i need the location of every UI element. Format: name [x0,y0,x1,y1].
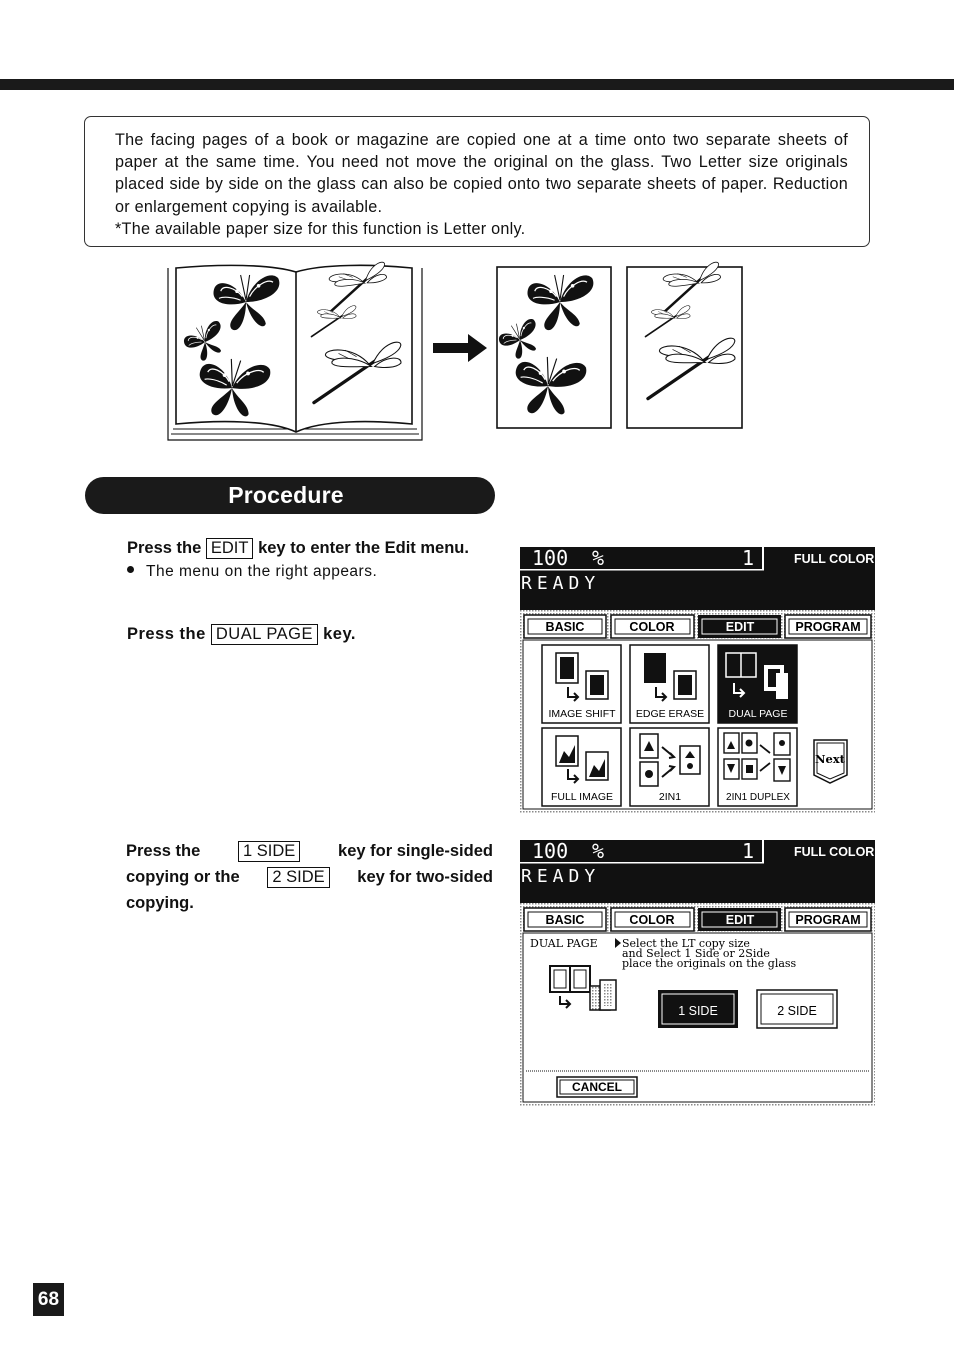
svg-text:FULL IMAGE: FULL IMAGE [551,791,613,803]
page-number: 68 [33,1283,64,1316]
tab-edit[interactable]: EDIT [698,615,781,638]
two-side-button[interactable]: 2 SIDE [756,989,838,1029]
svg-text:EDIT: EDIT [726,913,755,927]
svg-text:COLOR: COLOR [629,620,674,634]
image-shift-button[interactable]: IMAGE SHIFT [541,644,622,724]
svg-text:EDGE ERASE: EDGE ERASE [636,708,704,720]
bullet-icon [127,566,134,574]
edge-erase-button[interactable]: EDGE ERASE [629,644,710,724]
step-3: Press the 1 SIDE key for single-sided co… [126,840,493,912]
color-mode: FULL COLOR [794,552,874,566]
function-title: DUAL PAGE [530,937,598,950]
two-side-key-label: 2 SIDE [267,866,330,888]
two-in-one-button[interactable]: 2IN1 [629,727,710,807]
zoom-readout: 100 [532,547,568,570]
svg-text:PROGRAM: PROGRAM [795,913,860,927]
tab-program[interactable]: PROGRAM [784,907,872,932]
pointer-icon [615,938,621,948]
percent-sign: % [592,547,604,570]
svg-text:1 SIDE: 1 SIDE [678,1004,718,1018]
edit-key-label: EDIT [205,538,254,559]
dual-page-icon [549,965,617,1011]
tab-program[interactable]: PROGRAM [784,614,872,639]
svg-text:EDIT: EDIT [726,620,755,634]
svg-text:2 SIDE: 2 SIDE [777,1004,817,1018]
two-in-one-duplex-icon [723,732,791,782]
copy-count: 1 [742,840,754,863]
dual-page-illustration [167,260,743,441]
dual-page-screen: 100 % 1 FULL COLOR READY BASIC COLOR EDI… [520,840,875,1106]
full-image-button[interactable]: FULL IMAGE [541,727,622,807]
step-2: Press the DUAL PAGE key. [127,624,356,645]
intro-box: The facing pages of a book or magazine a… [84,116,870,247]
instruction-line-2: and Select 1 Side or 2Side [622,947,770,960]
header-rule [0,79,954,90]
intro-note: *The available paper size for this funct… [115,219,526,238]
tab-color[interactable]: COLOR [610,907,695,932]
svg-text:CANCEL: CANCEL [572,1080,622,1094]
cancel-button[interactable]: CANCEL [556,1076,638,1098]
two-in-one-duplex-button[interactable]: 2IN1 DUPLEX [717,727,798,807]
ready-status: READY [521,573,600,594]
svg-text:DUAL PAGE: DUAL PAGE [729,708,788,720]
svg-text:Next: Next [815,752,846,766]
copy-count: 1 [742,547,754,570]
next-button[interactable]: Next [813,739,848,784]
instruction-line-1: Select the LT copy size [622,937,750,950]
one-side-button[interactable]: 1 SIDE [658,990,738,1028]
dual-page-icon [725,652,788,699]
tab-edit[interactable]: EDIT [698,908,781,931]
svg-text:IMAGE SHIFT: IMAGE SHIFT [548,708,616,720]
color-mode: FULL COLOR [794,845,874,859]
svg-text:COLOR: COLOR [629,913,674,927]
ready-status: READY [521,866,600,887]
svg-text:BASIC: BASIC [546,913,585,927]
full-image-icon [555,735,609,784]
step-1: Press the EDIT key to enter the Edit men… [127,538,469,559]
dual-page-key-label: DUAL PAGE [210,624,319,645]
percent-sign: % [592,840,604,863]
edge-erase-icon [644,653,697,702]
image-shift-icon [555,652,609,702]
one-side-key-label: 1 SIDE [238,840,301,862]
dual-page-button[interactable]: DUAL PAGE [717,644,798,724]
svg-text:2IN1 DUPLEX: 2IN1 DUPLEX [726,792,790,803]
tab-basic[interactable]: BASIC [523,614,607,639]
svg-text:2IN1: 2IN1 [659,791,681,803]
svg-text:BASIC: BASIC [546,620,585,634]
step-1-bullet: The menu on the right appears. [127,563,377,581]
svg-text:PROGRAM: PROGRAM [795,620,860,634]
zoom-readout: 100 [532,840,568,863]
instruction-line-3: place the originals on the glass [622,957,797,970]
intro-paragraph: The facing pages of a book or magazine a… [115,131,848,216]
edit-menu-screen: 100 % 1 FULL COLOR READY BASIC COLOR EDI… [520,547,875,813]
tab-basic[interactable]: BASIC [523,907,607,932]
two-in-one-icon [639,733,701,787]
tab-color[interactable]: COLOR [610,614,695,639]
procedure-heading: Procedure [85,477,495,514]
